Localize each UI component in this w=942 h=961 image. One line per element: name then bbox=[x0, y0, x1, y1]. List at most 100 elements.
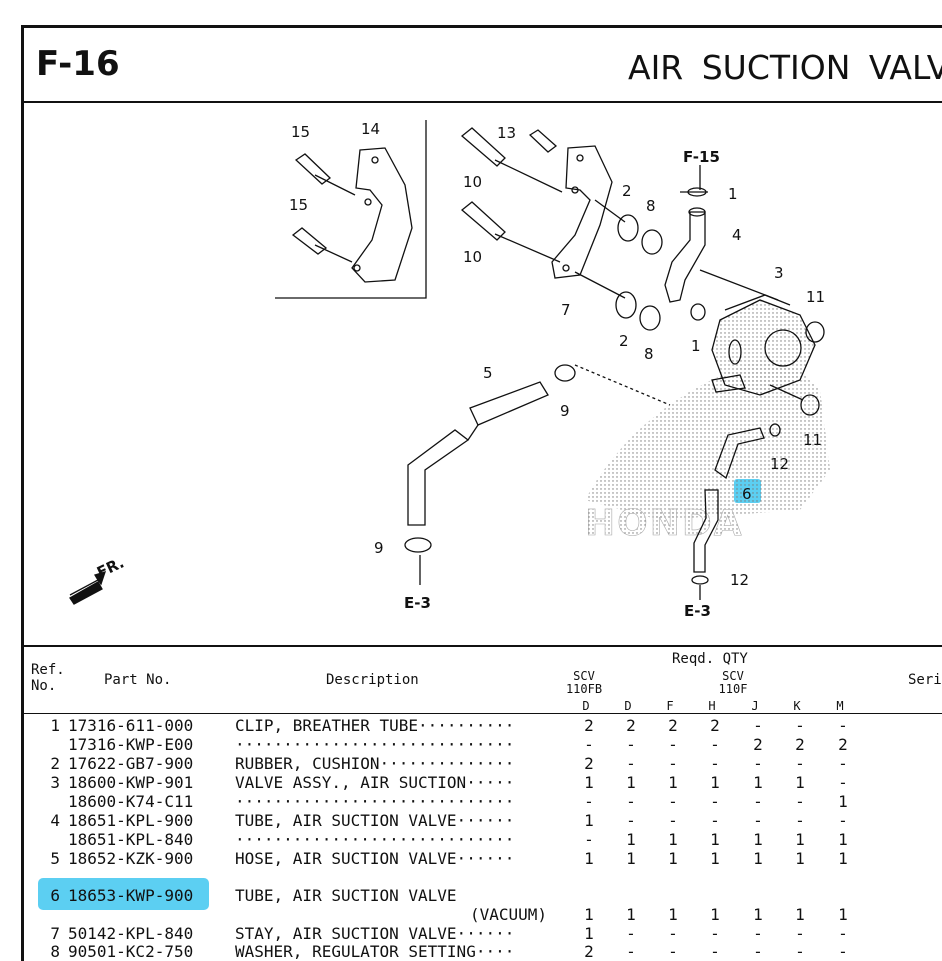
callout-9a: 9 bbox=[560, 402, 570, 420]
header-col-m: M bbox=[836, 699, 844, 713]
qty-cell: 1 bbox=[584, 905, 594, 924]
ref-number: 6 bbox=[50, 886, 60, 905]
callout-3: 3 bbox=[774, 264, 784, 282]
header-col-f: F bbox=[666, 699, 674, 713]
part-number: 18651-KPL-840 bbox=[68, 830, 194, 849]
ref-number: 4 bbox=[50, 811, 60, 830]
part-description: HOSE, AIR SUCTION VALVE······ bbox=[235, 849, 515, 868]
qty-cell: 2 bbox=[668, 716, 678, 735]
ref-f15: F-15 bbox=[683, 148, 720, 166]
qty-cell: - bbox=[838, 924, 848, 943]
qty-cell: - bbox=[795, 924, 805, 943]
qty-cell: 2 bbox=[626, 716, 636, 735]
qty-cell: - bbox=[710, 942, 720, 961]
qty-cell: - bbox=[668, 811, 678, 830]
qty-cell: 1 bbox=[753, 830, 763, 849]
qty-cell: - bbox=[668, 735, 678, 754]
callout-8a: 8 bbox=[646, 197, 656, 215]
ref-number: 1 bbox=[50, 716, 60, 735]
qty-cell: 1 bbox=[626, 849, 636, 868]
qty-cell: - bbox=[710, 924, 720, 943]
qty-cell: 1 bbox=[584, 849, 594, 868]
honda-wing-watermark bbox=[585, 360, 830, 520]
part-number: 18600-K74-C11 bbox=[68, 792, 194, 811]
qty-cell: - bbox=[668, 754, 678, 773]
qty-cell: - bbox=[710, 754, 720, 773]
part-number: 18652-KZK-900 bbox=[68, 849, 194, 868]
qty-cell: 1 bbox=[838, 792, 848, 811]
qty-cell: - bbox=[710, 811, 720, 830]
qty-cell: 1 bbox=[710, 905, 720, 924]
ref-number: 7 bbox=[50, 924, 60, 943]
part-description: TUBE, AIR SUCTION VALVE······ bbox=[235, 811, 515, 830]
honda-logo-text: HONDA bbox=[585, 503, 744, 544]
qty-cell: 1 bbox=[668, 773, 678, 792]
callout-2b: 2 bbox=[619, 332, 629, 350]
qty-cell: - bbox=[710, 735, 720, 754]
part-description-note: (VACUUM) bbox=[470, 905, 548, 924]
qty-cell: 1 bbox=[584, 924, 594, 943]
qty-cell: 1 bbox=[668, 830, 678, 849]
part-number: 18600-KWP-901 bbox=[68, 773, 194, 792]
part-number: 18653-KWP-900 bbox=[68, 886, 194, 905]
qty-cell: - bbox=[626, 792, 636, 811]
qty-cell: - bbox=[668, 924, 678, 943]
qty-cell: 1 bbox=[795, 773, 805, 792]
qty-cell: - bbox=[838, 942, 848, 961]
qty-cell: - bbox=[584, 830, 594, 849]
callout-12a: 12 bbox=[770, 455, 789, 473]
qty-cell: 1 bbox=[753, 905, 763, 924]
part-description: RUBBER, CUSHION·············· bbox=[235, 754, 515, 773]
header-serial: Seri bbox=[908, 672, 942, 688]
parts-diagram: HONDA bbox=[69, 120, 830, 620]
callout-4: 4 bbox=[732, 226, 742, 244]
qty-cell: - bbox=[584, 735, 594, 754]
callout-15b: 15 bbox=[289, 196, 308, 214]
qty-cell: 2 bbox=[795, 735, 805, 754]
header-group-scv-110fb: SCV 110FB bbox=[565, 669, 603, 696]
qty-cell: 1 bbox=[668, 849, 678, 868]
qty-cell: - bbox=[838, 773, 848, 792]
ref-number: 2 bbox=[50, 754, 60, 773]
qty-cell: 1 bbox=[753, 773, 763, 792]
part-number: 50142-KPL-840 bbox=[68, 924, 194, 943]
qty-cell: - bbox=[795, 792, 805, 811]
part-description: ····························· bbox=[235, 830, 515, 849]
qty-cell: - bbox=[838, 754, 848, 773]
section-code: F-16 bbox=[36, 44, 120, 84]
header-col-h: H bbox=[708, 699, 716, 713]
qty-cell: 2 bbox=[584, 942, 594, 961]
qty-cell: 1 bbox=[795, 849, 805, 868]
qty-cell: - bbox=[753, 924, 763, 943]
ref-e3-left: E-3 bbox=[404, 594, 431, 612]
callout-14: 14 bbox=[361, 120, 380, 138]
callout-10a: 10 bbox=[463, 173, 482, 191]
qty-cell: - bbox=[838, 716, 848, 735]
callout-2a: 2 bbox=[622, 182, 632, 200]
callout-1b: 1 bbox=[691, 337, 701, 355]
part-description: VALVE ASSY., AIR SUCTION····· bbox=[235, 773, 515, 792]
callout-5: 5 bbox=[483, 364, 493, 382]
qty-cell: 1 bbox=[584, 811, 594, 830]
qty-cell: - bbox=[626, 924, 636, 943]
callout-8b: 8 bbox=[644, 345, 654, 363]
header-col-d1: D bbox=[582, 699, 590, 713]
qty-cell: - bbox=[668, 942, 678, 961]
qty-cell: - bbox=[838, 811, 848, 830]
part-number: 18651-KPL-900 bbox=[68, 811, 194, 830]
front-label: FR. bbox=[94, 554, 127, 582]
ref-e3-right: E-3 bbox=[684, 602, 711, 620]
qty-cell: 2 bbox=[710, 716, 720, 735]
part-number: 17316-611-000 bbox=[68, 716, 194, 735]
callout-11b: 11 bbox=[803, 431, 822, 449]
ref-number: 3 bbox=[50, 773, 60, 792]
part-description: CLIP, BREATHER TUBE·········· bbox=[235, 716, 515, 735]
qty-cell: 1 bbox=[838, 849, 848, 868]
qty-cell: - bbox=[753, 811, 763, 830]
qty-cell: - bbox=[795, 754, 805, 773]
section-title: AIR SUCTION VALV bbox=[628, 48, 942, 87]
qty-cell: - bbox=[753, 942, 763, 961]
ref-number: 5 bbox=[50, 849, 60, 868]
qty-cell: - bbox=[753, 716, 763, 735]
qty-cell: 1 bbox=[710, 849, 720, 868]
